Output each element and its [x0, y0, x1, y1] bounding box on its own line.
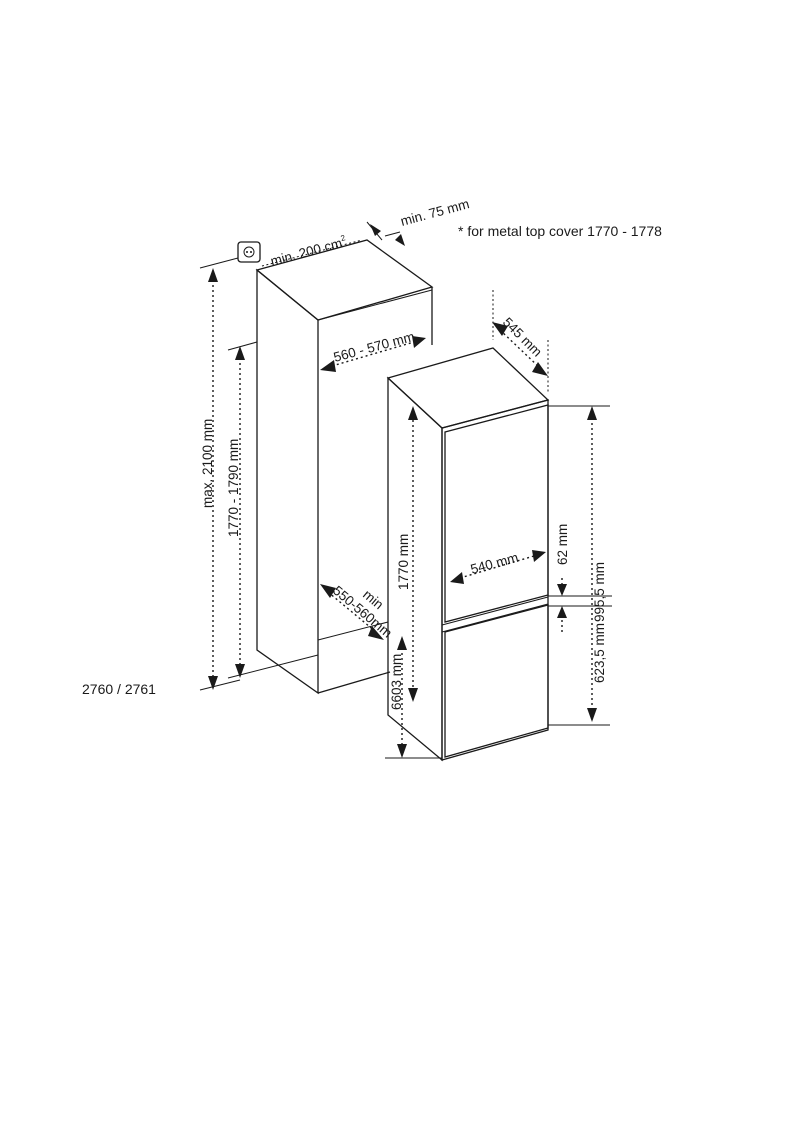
dim-niche-depth — [320, 584, 384, 640]
dim-fridge-height — [408, 406, 418, 702]
model-label: 2760 / 2761 — [82, 681, 156, 697]
dim-gap — [548, 578, 612, 634]
niche-inner-top — [317, 289, 433, 321]
upper-door-label: 995,5 mm — [592, 562, 607, 622]
max-height-label: max. 2100 mm — [200, 419, 215, 508]
lower-door-label: 623,5 mm — [592, 623, 607, 683]
gap-label: 62 mm — [555, 524, 570, 565]
vent-area-label: min. 200 cm2 — [269, 233, 349, 269]
dim-niche-width — [320, 336, 426, 372]
socket-icon — [237, 241, 261, 263]
niche-left-panel — [256, 268, 319, 695]
niche-width-label: 560 - 570 mm — [332, 329, 416, 365]
niche-floor-front — [317, 671, 391, 694]
lower-height-label: 6603 mm — [389, 654, 404, 710]
dim-fridge-width — [450, 550, 546, 584]
metal-top-note: * for metal top cover 1770 - 1778 — [458, 223, 662, 239]
dim-vent — [261, 239, 363, 267]
fridge-front — [441, 399, 549, 761]
dim-lower-height — [385, 636, 442, 759]
niche-cabinet — [255, 239, 434, 695]
upper-door — [444, 404, 549, 623]
fridge-height-label: 1770 mm — [396, 534, 411, 590]
fridge-width-label: 540 mm — [469, 550, 520, 577]
dim-max-height — [199, 257, 241, 691]
dim-fridge-depth — [492, 290, 549, 392]
fridge-appliance — [386, 347, 550, 762]
fridge-depth-label: 545 mm — [500, 315, 545, 360]
niche-height-label: 1770 - 1790 mm — [226, 439, 241, 537]
dim-rear-gap — [366, 221, 405, 246]
dim-right-total — [548, 405, 610, 726]
niche-depth-label: 550-560mm — [330, 583, 395, 641]
dim-niche-height — [227, 341, 319, 679]
niche-floor-inner — [317, 621, 389, 641]
lower-door — [444, 604, 549, 758]
